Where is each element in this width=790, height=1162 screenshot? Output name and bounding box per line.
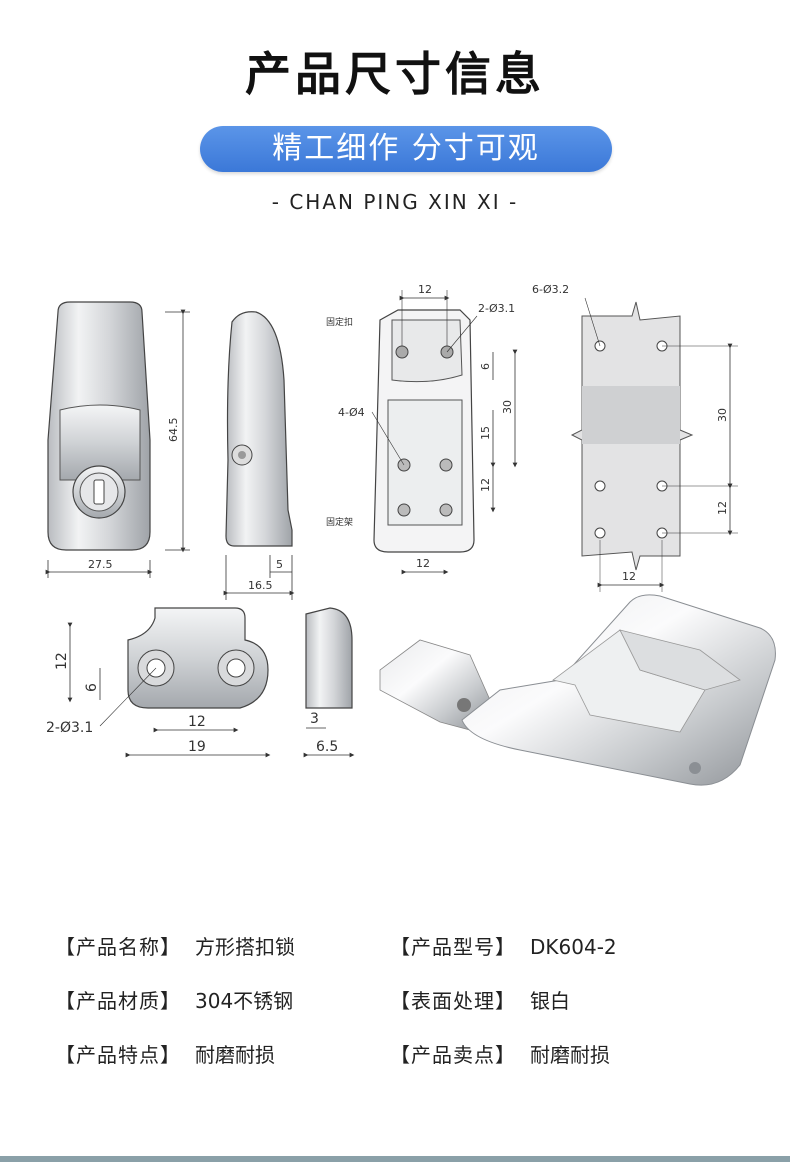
- page-title: 产品尺寸信息: [245, 47, 545, 101]
- spec-label: 【产品名称】: [55, 934, 181, 959]
- catch-w19: 19: [188, 739, 206, 755]
- label-fixed-buckle: 固定扣: [326, 316, 353, 328]
- side-dim-a: 5: [276, 558, 283, 571]
- plate-view: 6-Ø3.2 30 12 12: [532, 283, 738, 592]
- spec-label: 【产品型号】: [390, 934, 516, 959]
- back-v15: 15: [479, 426, 492, 440]
- catch-view: 12 6 2-Ø3.1 12 19: [46, 607, 271, 758]
- latch-3d-render: [461, 594, 776, 786]
- spec-row: 【产品材质】 304不锈钢 【表面处理】银白: [55, 972, 755, 1026]
- back-bottom-width: 12: [416, 557, 430, 570]
- label-fixed-frame: 固定架: [326, 516, 353, 528]
- spec-value: 304不锈钢: [195, 988, 294, 1013]
- technical-drawing: 64.5 27.5 5 16.5 固定扣 固定架 12 2-Ø3.1: [45, 283, 776, 786]
- catch-h6: 6: [84, 683, 100, 692]
- catch-side3: 3: [310, 711, 319, 727]
- catch-side65: 6.5: [316, 739, 338, 755]
- spec-row: 【产品特点】耐磨耐损 【产品卖点】耐磨耐损: [55, 1026, 755, 1080]
- front-width-label: 27.5: [88, 558, 113, 571]
- spec-item: 【产品卖点】耐磨耐损: [390, 1039, 725, 1068]
- back-v30: 30: [501, 400, 514, 414]
- spec-item: 【产品型号】 DK604-2: [390, 931, 725, 960]
- spec-label: 【产品特点】: [55, 1042, 181, 1067]
- spec-label: 【表面处理】: [390, 988, 516, 1013]
- spec-item: 【表面处理】银白: [390, 985, 725, 1014]
- side-dim-b: 16.5: [248, 579, 273, 592]
- plate-v12: 12: [716, 501, 729, 515]
- plate-w12: 12: [622, 570, 636, 583]
- spec-value: 耐磨耐损: [530, 1042, 610, 1067]
- spec-item: 【产品名称】方形搭扣锁: [55, 931, 390, 960]
- plate-v30: 30: [716, 408, 729, 422]
- side-view: 5 16.5: [223, 311, 295, 600]
- catch-h12: 12: [54, 652, 70, 670]
- spec-value: DK604-2: [530, 934, 617, 959]
- catch-side-view: 3 6.5: [303, 607, 355, 758]
- spec-value: 银白: [530, 988, 570, 1013]
- back-view: 固定扣 固定架 12 2-Ø3.1 4-Ø4 6 30 15 12 12: [326, 283, 518, 575]
- spec-label: 【产品材质】: [55, 988, 181, 1013]
- spec-table: 【产品名称】方形搭扣锁 【产品型号】 DK604-2 【产品材质】 304不锈钢 【…: [55, 918, 755, 1080]
- spec-row: 【产品名称】方形搭扣锁 【产品型号】 DK604-2: [55, 918, 755, 972]
- catch-holes: 2-Ø3.1: [46, 720, 93, 736]
- spec-value: 耐磨耐损: [195, 1042, 275, 1067]
- back-top-width: 12: [418, 283, 432, 296]
- back-v12: 12: [479, 478, 492, 492]
- back-holes-mid: 4-Ø4: [338, 406, 365, 419]
- slogan-pill: 精工细作 分寸可观: [200, 126, 612, 172]
- spec-item: 【产品特点】耐磨耐损: [55, 1039, 390, 1068]
- plate-holes: 6-Ø3.2: [532, 283, 569, 296]
- front-height-label: 64.5: [167, 418, 180, 443]
- spec-value: 方形搭扣锁: [195, 934, 295, 959]
- back-holes-small: 2-Ø3.1: [478, 302, 515, 315]
- catch-w12: 12: [188, 714, 206, 730]
- front-view: 64.5 27.5: [45, 301, 190, 578]
- back-v6: 6: [479, 363, 492, 370]
- spec-label: 【产品卖点】: [390, 1042, 516, 1067]
- spec-item: 【产品材质】 304不锈钢: [55, 985, 390, 1014]
- page-subtitle: - CHAN PING XIN XI -: [271, 190, 519, 214]
- footer-divider: [0, 1156, 790, 1162]
